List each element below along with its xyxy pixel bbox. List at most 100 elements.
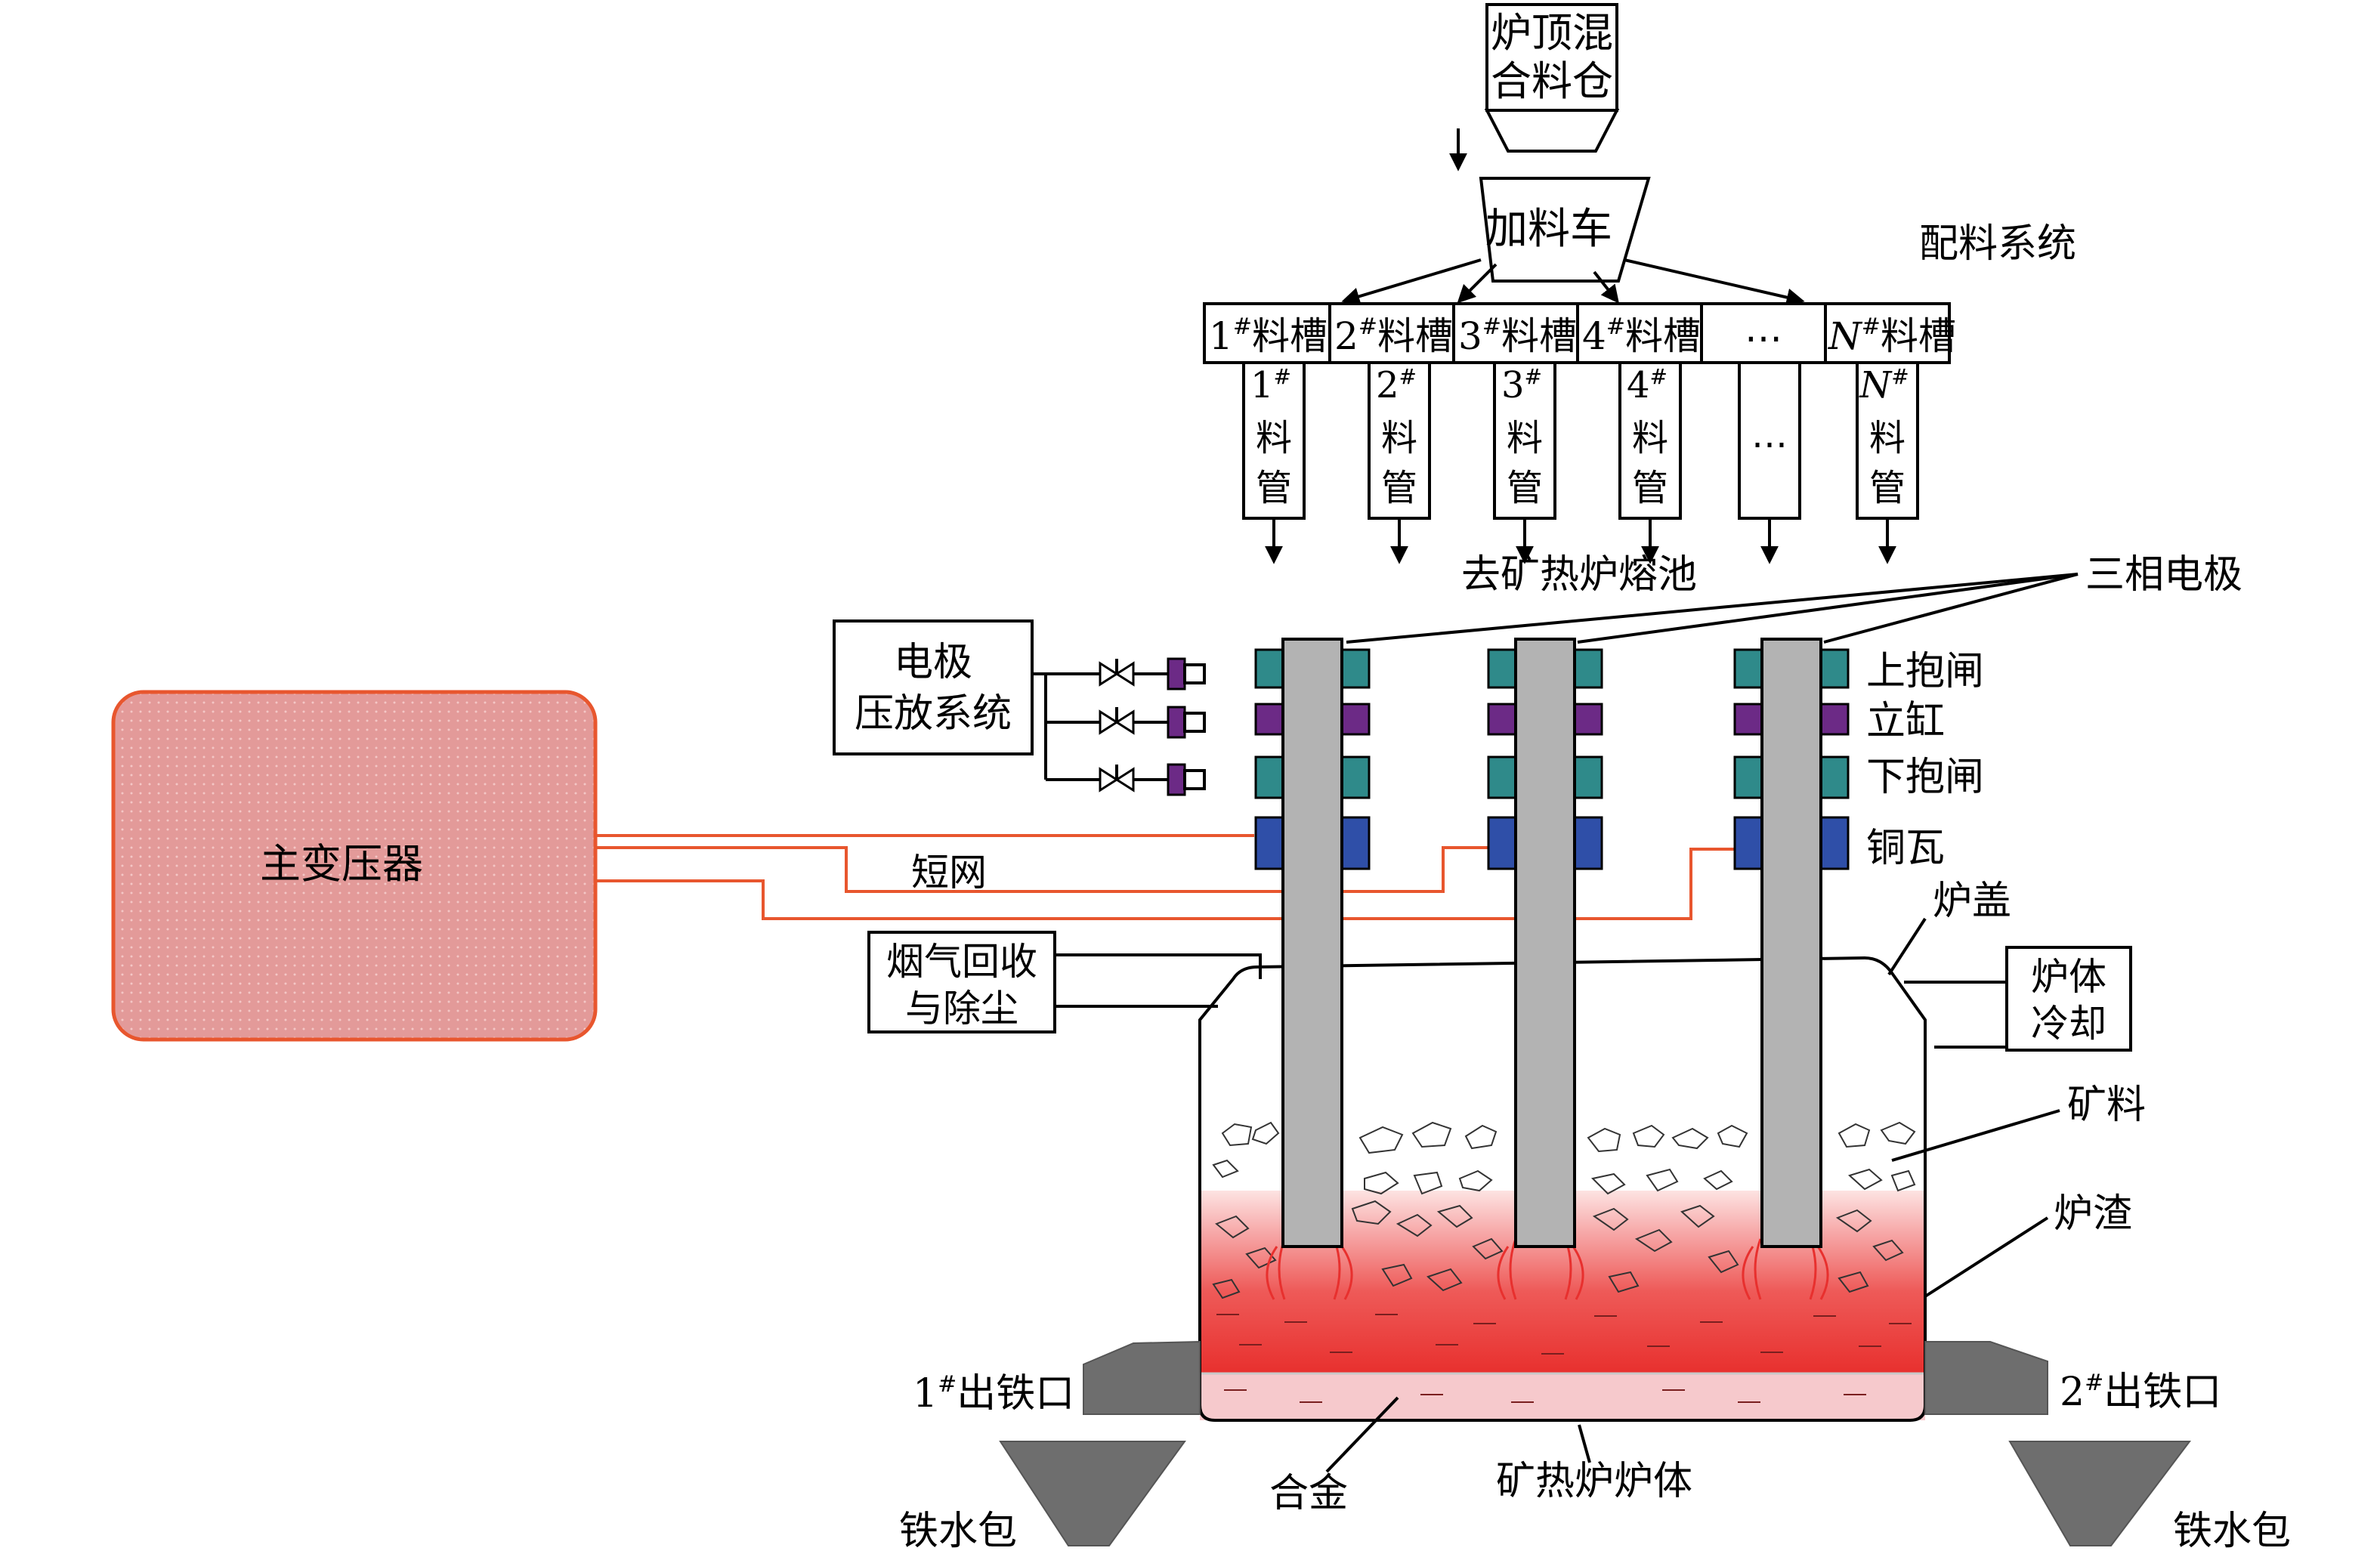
upper-clamp-label: 上抱闸 <box>1866 649 1984 694</box>
three-phase-leaders <box>1346 573 2079 644</box>
pipe-down-arrows <box>1265 518 1896 564</box>
valve-icon <box>1099 765 1135 792</box>
pipe-1-num: 1 <box>1250 364 1274 406</box>
cart-label: 加料车 <box>1485 205 1612 254</box>
taphole-left <box>1083 1340 1201 1415</box>
trough-4-num: 4 <box>1582 314 1606 358</box>
superscript-mark: # <box>1862 314 1881 340</box>
valve-icon <box>1099 707 1135 735</box>
three-phase-label: 三相电极 <box>2085 552 2242 598</box>
main-transformer: 主变压器 <box>111 690 598 1042</box>
furnace-body-leader <box>1578 1424 1591 1463</box>
alloy-label: 合金 <box>1269 1471 1348 1516</box>
ladle-right-label: 铁水包 <box>2173 1509 2291 1554</box>
pipe-4-char-1: 料 <box>1632 417 1668 459</box>
electrode-2 <box>1487 638 1603 1248</box>
pipe-3-char-1: 料 <box>1507 417 1543 459</box>
transformer-label: 主变压器 <box>260 840 423 888</box>
trough-suffix: 料槽 <box>1252 314 1328 358</box>
hydraulic-actuators <box>1167 657 1206 796</box>
pipe-4-num: 4 <box>1627 364 1650 406</box>
pipe-3-char-2: 管 <box>1507 467 1543 509</box>
short-net-label: 短网 <box>911 851 987 894</box>
svg-text:1#出铁口: 1#出铁口 <box>913 1371 1074 1417</box>
trough-suffix: 料槽 <box>1881 314 1956 358</box>
furnace-body-label: 矿热炉炉体 <box>1496 1459 1692 1504</box>
trough-suffix: 料槽 <box>1501 314 1577 358</box>
svg-text:N#: N# <box>1859 364 1909 406</box>
svg-text:2#料槽: 2#料槽 <box>1334 314 1453 358</box>
pipe-labels: 1# 料 管 2# 料 管 3# 料 管 4# 料 管 … N# 料 管 <box>1250 364 1909 509</box>
svg-text:4#: 4# <box>1627 364 1668 406</box>
svg-text:2#出铁口: 2#出铁口 <box>2060 1370 2221 1415</box>
pipe-ellipsis: … <box>1751 414 1788 456</box>
electrode-system-label-1: 电极 <box>894 640 972 685</box>
cylinder-label: 立缸 <box>1866 699 1945 744</box>
fume-label-1: 烟气回收 <box>886 940 1037 984</box>
svg-text:4#料槽: 4#料槽 <box>1582 314 1701 358</box>
pipe-1-char-2: 管 <box>1256 467 1292 509</box>
valve-icon <box>1099 659 1135 687</box>
cooling-label-1: 炉体 <box>2031 955 2106 999</box>
electrode-1 <box>1254 638 1371 1248</box>
electrode-system-label-2: 压放系统 <box>855 691 1012 737</box>
to-pool-label: 去矿热炉熔池 <box>1461 552 1697 598</box>
svg-text:2#: 2# <box>1376 364 1417 406</box>
fume-label-2: 与除尘 <box>905 987 1018 1030</box>
taphole-1-num: 1 <box>913 1371 938 1417</box>
superscript-mark: # <box>1358 314 1377 340</box>
batching-system-label: 配料系统 <box>1919 221 2076 267</box>
superscript-mark: # <box>938 1371 957 1398</box>
mixing-bin: 炉顶混 合料仓 <box>1484 3 1620 153</box>
cooling-label-2: 冷却 <box>2031 1002 2106 1046</box>
trough-row <box>1203 302 1951 364</box>
pipe-n-num: N <box>1859 364 1893 406</box>
pipe-2-char-2: 管 <box>1381 467 1417 509</box>
trough-n-num: N <box>1828 314 1863 358</box>
electrode-3 <box>1733 638 1850 1248</box>
trough-ellipsis: … <box>1745 307 1782 351</box>
pipe-2-num: 2 <box>1376 364 1399 406</box>
slag-label: 炉渣 <box>2054 1191 2132 1237</box>
svg-text:N#料槽: N#料槽 <box>1828 314 1956 358</box>
taphole-2-label: 出铁口 <box>2103 1370 2221 1415</box>
taphole-1-label: 出铁口 <box>957 1371 1074 1417</box>
short-network-wires <box>595 834 1736 920</box>
svg-text:3#: 3# <box>1501 364 1542 406</box>
pipe-n-char-2: 管 <box>1869 467 1906 509</box>
taphole-2-num: 2 <box>2060 1370 2085 1415</box>
ore-leader <box>1891 1109 2060 1162</box>
ore-pieces <box>1212 1121 1916 1299</box>
svg-text:1#料槽: 1#料槽 <box>1209 314 1328 358</box>
superscript-mark: # <box>1233 314 1252 340</box>
ladle-left-icon <box>999 1441 1186 1546</box>
pipe-n-char-1: 料 <box>1869 417 1906 459</box>
superscript-mark: # <box>1525 364 1542 389</box>
trough-1-num: 1 <box>1209 314 1233 358</box>
mixing-bin-label-2: 合料仓 <box>1491 57 1613 105</box>
trough-suffix: 料槽 <box>1625 314 1701 358</box>
charging-cart: 加料车 <box>1479 177 1651 283</box>
svg-text:3#料槽: 3#料槽 <box>1458 314 1577 358</box>
cover-leader <box>1887 917 1927 976</box>
slag-leader <box>1924 1216 2049 1298</box>
ore-label: 矿料 <box>2067 1083 2146 1128</box>
cart-distribution-arrows <box>1341 258 1805 307</box>
copper-tile-label: 铜瓦 <box>1866 826 1945 871</box>
pipe-1-char-1: 料 <box>1256 417 1292 459</box>
superscript-mark: # <box>1482 314 1501 340</box>
alloy-leader <box>1325 1396 1399 1473</box>
mixing-bin-label-1: 炉顶混 <box>1491 9 1613 57</box>
trough-labels: 1#料槽 2#料槽 3#料槽 4#料槽 … N#料槽 <box>1209 307 1956 358</box>
superscript-mark: # <box>1274 364 1291 389</box>
valve-icons <box>1099 659 1135 792</box>
svg-text:1#: 1# <box>1250 364 1291 406</box>
taphole-right <box>1924 1341 2048 1415</box>
fume-recovery-box: 烟气回收 与除尘 <box>867 931 1262 1033</box>
lower-clamp-label: 下抱闸 <box>1866 755 1984 800</box>
pipe-2-char-1: 料 <box>1381 417 1417 459</box>
trough-suffix: 料槽 <box>1377 314 1453 358</box>
superscript-mark: # <box>1606 314 1625 340</box>
furnace-cooling-box: 炉体 冷却 <box>1904 946 2132 1052</box>
